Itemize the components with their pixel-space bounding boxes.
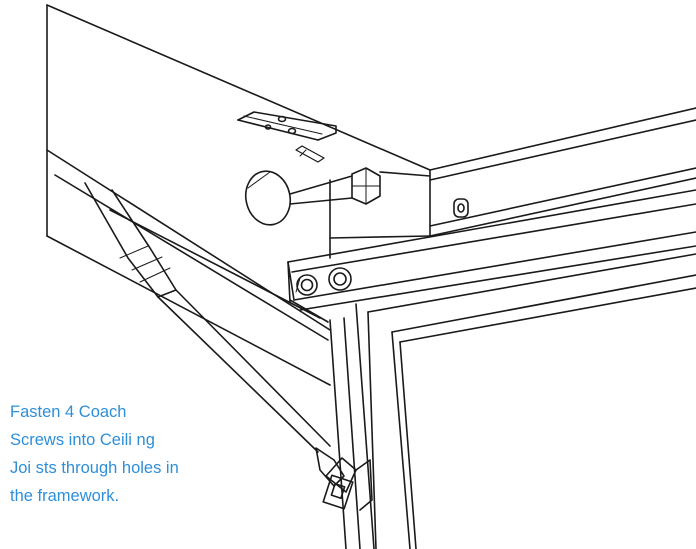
ceiling-panel <box>46 4 431 386</box>
rail-bolt <box>453 198 469 218</box>
caption-line: Joi sts through holes in <box>10 459 179 477</box>
caption-line: the framework. <box>10 487 120 505</box>
cross-beam <box>287 189 696 311</box>
window-frame <box>367 253 696 549</box>
vertical-post <box>329 303 375 549</box>
frame-rail-top <box>329 107 696 259</box>
instruction-caption: Fasten 4 Coach Screws into Ceili ng Joi … <box>10 398 250 510</box>
mounting-bracket <box>237 111 337 163</box>
coach-screw <box>289 167 381 205</box>
round-pad <box>244 170 292 226</box>
beam-bolts <box>295 267 352 296</box>
caption-line: Screws into Ceili ng <box>10 431 155 449</box>
gas-strut <box>84 182 373 511</box>
caption-line: Fasten 4 Coach <box>10 403 127 421</box>
